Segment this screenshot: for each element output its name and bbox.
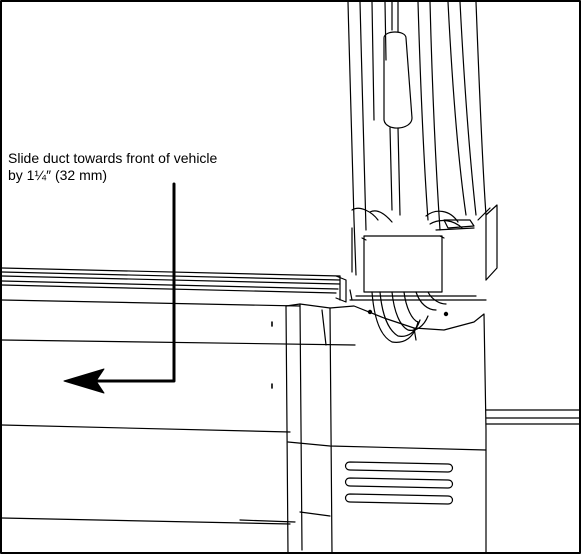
vent-slots (344, 461, 454, 505)
floor-panel-lines (1, 339, 356, 525)
duct (285, 303, 487, 554)
cable-connector (383, 1, 413, 216)
callout-line-2: by 1¼″ (32 mm) (8, 167, 108, 183)
direction-arrow-left-icon (94, 182, 176, 383)
mounting-bracket (349, 289, 487, 317)
junction-box (363, 235, 443, 293)
instruction-callout: Slide duct towards front of vehicle by 1… (8, 150, 217, 184)
right-rail (485, 409, 581, 425)
wire-harness (351, 207, 475, 273)
callout-line-1: Slide duct towards front of vehicle (8, 150, 218, 166)
box-cables (371, 291, 447, 343)
sill-rail (1, 267, 347, 307)
arrowhead (63, 368, 105, 394)
upright-members (347, 1, 498, 281)
